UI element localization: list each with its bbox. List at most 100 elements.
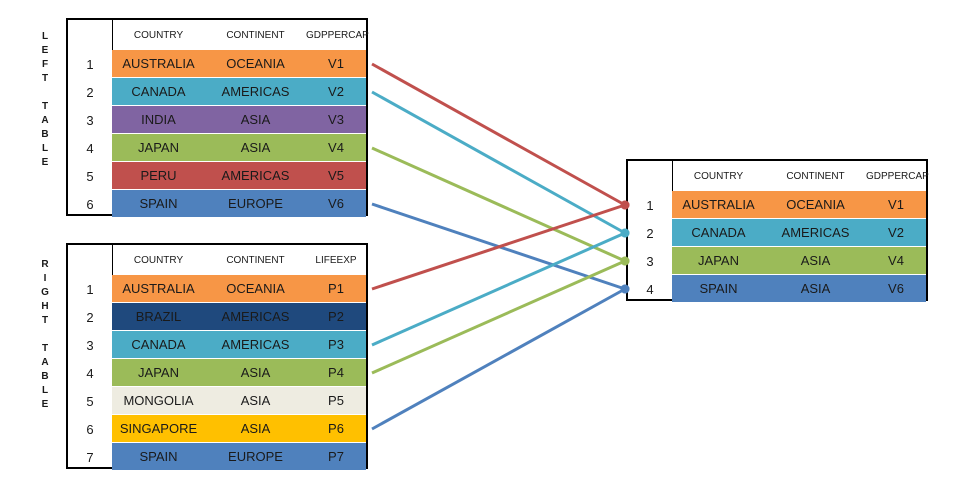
cell-country: SPAIN bbox=[139, 449, 178, 464]
row-number: 4 bbox=[646, 281, 654, 297]
cell-continent: OCEANIA bbox=[226, 281, 285, 296]
cell-value: V4 bbox=[888, 253, 904, 268]
cell-country: CANADA bbox=[131, 84, 186, 99]
cell-country: CANADA bbox=[131, 337, 186, 352]
cell-value: V4 bbox=[328, 140, 344, 155]
vertical-label-letter: I bbox=[43, 273, 47, 284]
row-number: 7 bbox=[86, 449, 94, 465]
row-number: 1 bbox=[646, 197, 654, 213]
row-number: 4 bbox=[86, 365, 94, 381]
cell-country: SINGAPORE bbox=[119, 421, 198, 436]
table-header: COUNTRY CONTINENT GDPPERCAP bbox=[672, 161, 929, 191]
connector-line bbox=[371, 146, 626, 263]
cell-country: JAPAN bbox=[138, 365, 179, 380]
vertical-label-letter: L bbox=[41, 31, 49, 42]
connector-line bbox=[371, 203, 626, 291]
connector-line bbox=[371, 287, 626, 431]
cell-continent: AMERICAS bbox=[781, 225, 850, 240]
header-country: COUNTRY bbox=[133, 29, 184, 41]
vertical-label-letter: H bbox=[41, 301, 49, 312]
cell-value: P7 bbox=[328, 449, 344, 464]
cell-country: MONGOLIA bbox=[123, 393, 194, 408]
connector-endpoint bbox=[620, 256, 630, 266]
cell-value: V2 bbox=[328, 84, 344, 99]
vertical-label-letter: T bbox=[41, 315, 49, 326]
vertical-label-letter: G bbox=[41, 287, 49, 298]
cell-value: P5 bbox=[328, 393, 344, 408]
vertical-label-letter: E bbox=[41, 45, 49, 56]
row-number: 5 bbox=[86, 393, 94, 409]
cell-continent: ASIA bbox=[240, 365, 271, 380]
header-lifeexp: LIFEEXP bbox=[315, 254, 357, 266]
connector-endpoint bbox=[620, 284, 630, 294]
cell-continent: AMERICAS bbox=[221, 168, 290, 183]
cell-value: P3 bbox=[328, 337, 344, 352]
cell-value: V2 bbox=[888, 225, 904, 240]
row-number: 3 bbox=[646, 253, 654, 269]
vertical-label-letter: T bbox=[41, 101, 49, 112]
row-number: 2 bbox=[86, 309, 94, 325]
row-number: 3 bbox=[86, 337, 94, 353]
cell-continent: AMERICAS bbox=[221, 337, 290, 352]
cell-continent: ASIA bbox=[240, 421, 271, 436]
cell-country: PERU bbox=[140, 168, 177, 183]
vertical-label-letter: E bbox=[41, 157, 49, 168]
header-country: COUNTRY bbox=[693, 170, 744, 182]
row-number: 5 bbox=[86, 168, 94, 184]
row-number: 4 bbox=[86, 140, 94, 156]
row-cells: PERU AMERICAS V5 bbox=[112, 162, 366, 190]
row-number: 6 bbox=[86, 421, 94, 437]
cell-continent: ASIA bbox=[240, 140, 271, 155]
cell-continent: EUROPE bbox=[228, 196, 283, 211]
vertical-label-letter: B bbox=[41, 371, 49, 382]
cell-country: SPAIN bbox=[699, 281, 738, 296]
vertical-label-letter: A bbox=[41, 357, 49, 368]
table-header: COUNTRY CONTINENT LIFEEXP bbox=[112, 245, 366, 275]
cell-value: V6 bbox=[888, 281, 904, 296]
cell-value: P2 bbox=[328, 309, 344, 324]
cell-country: JAPAN bbox=[138, 140, 179, 155]
cell-country: AUSTRALIA bbox=[122, 281, 195, 296]
cell-value: V5 bbox=[328, 168, 344, 183]
header-continent: CONTINENT bbox=[226, 254, 285, 266]
cell-continent: AMERICAS bbox=[221, 309, 290, 324]
row-cells: CANADA AMERICAS P3 bbox=[112, 331, 366, 359]
connector-endpoint bbox=[620, 228, 630, 238]
row-number: 6 bbox=[86, 196, 94, 212]
cell-continent: ASIA bbox=[800, 253, 831, 268]
vertical-label-letter: A bbox=[41, 115, 49, 126]
cell-value: V1 bbox=[888, 197, 904, 212]
cell-country: JAPAN bbox=[698, 253, 739, 268]
cell-value: P1 bbox=[328, 281, 344, 296]
vertical-label-letter: E bbox=[41, 399, 49, 410]
connector-line bbox=[371, 231, 626, 347]
cell-value: V6 bbox=[328, 196, 344, 211]
cell-value: P6 bbox=[328, 421, 344, 436]
connector-line bbox=[371, 259, 626, 375]
row-number: 2 bbox=[86, 84, 94, 100]
header-country: COUNTRY bbox=[133, 254, 184, 266]
row-cells: AUSTRALIA OCEANIA P1 bbox=[112, 275, 366, 303]
